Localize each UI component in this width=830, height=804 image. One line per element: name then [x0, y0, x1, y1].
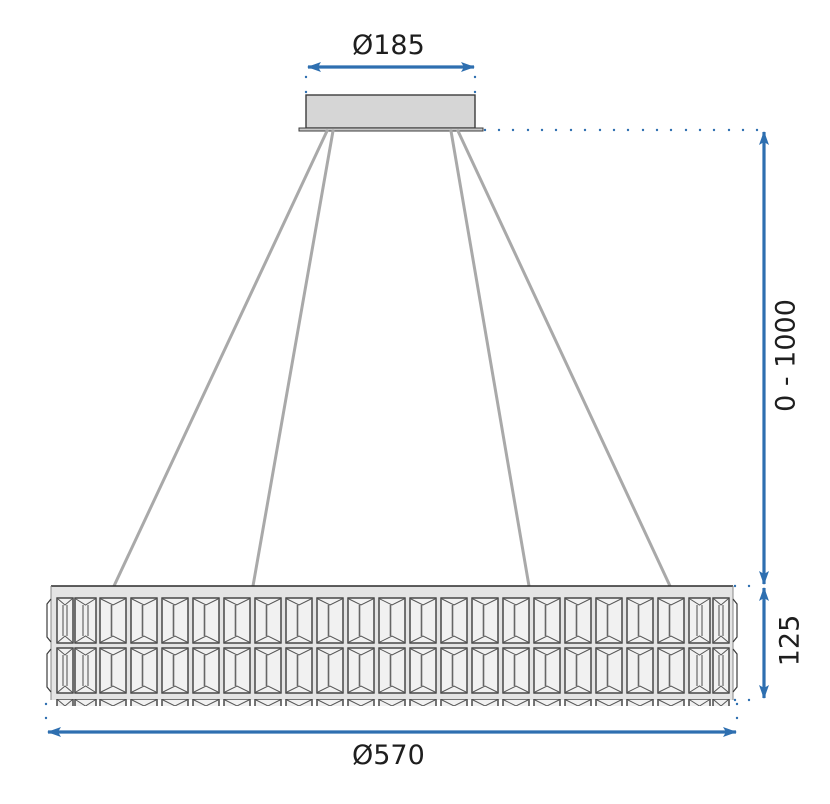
ring-extension-dots [44, 584, 751, 720]
canopy-extension-dots [483, 128, 759, 132]
suspension-wires [112, 129, 672, 588]
suspension-length-label: 0 - 1000 [770, 299, 802, 412]
ring-height-label: 125 [774, 614, 806, 667]
ring-diameter-label: Ø570 [352, 740, 425, 771]
crystal-row-3-partial [56, 699, 730, 707]
canopy [298, 94, 484, 132]
canopy-diameter-label: Ø185 [352, 30, 425, 61]
canopy-dimension-line [304, 62, 477, 94]
crystal-ring [40, 585, 750, 710]
